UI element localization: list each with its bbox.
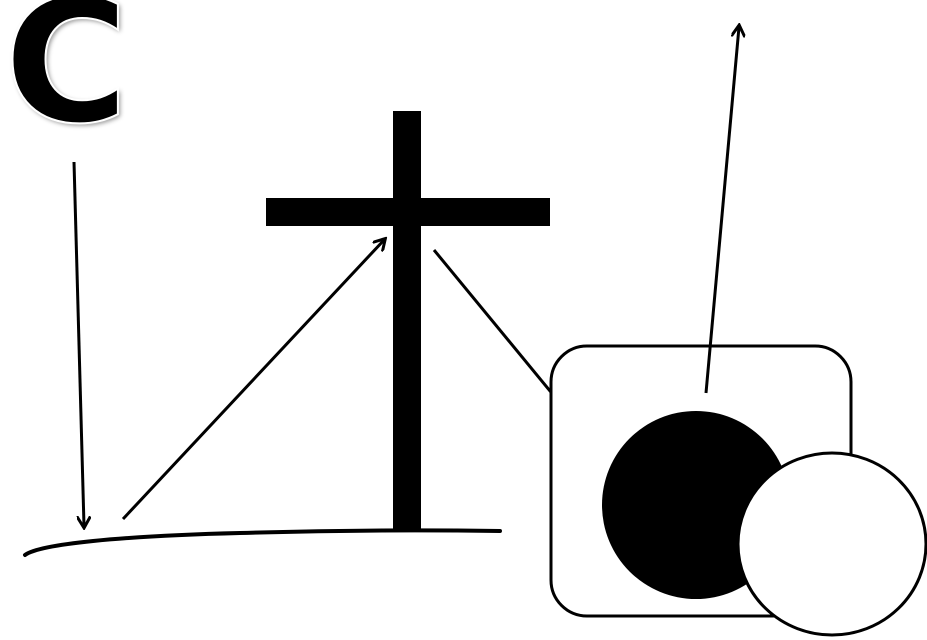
white-circle bbox=[738, 453, 926, 635]
cross-horizontal bbox=[266, 198, 550, 226]
ground-line bbox=[25, 530, 500, 555]
arrow-up-out-of-box bbox=[706, 27, 739, 393]
arrow-ground-to-cross bbox=[123, 240, 384, 519]
arrow-down-to-ground bbox=[74, 162, 84, 526]
cross-vertical bbox=[393, 111, 421, 530]
